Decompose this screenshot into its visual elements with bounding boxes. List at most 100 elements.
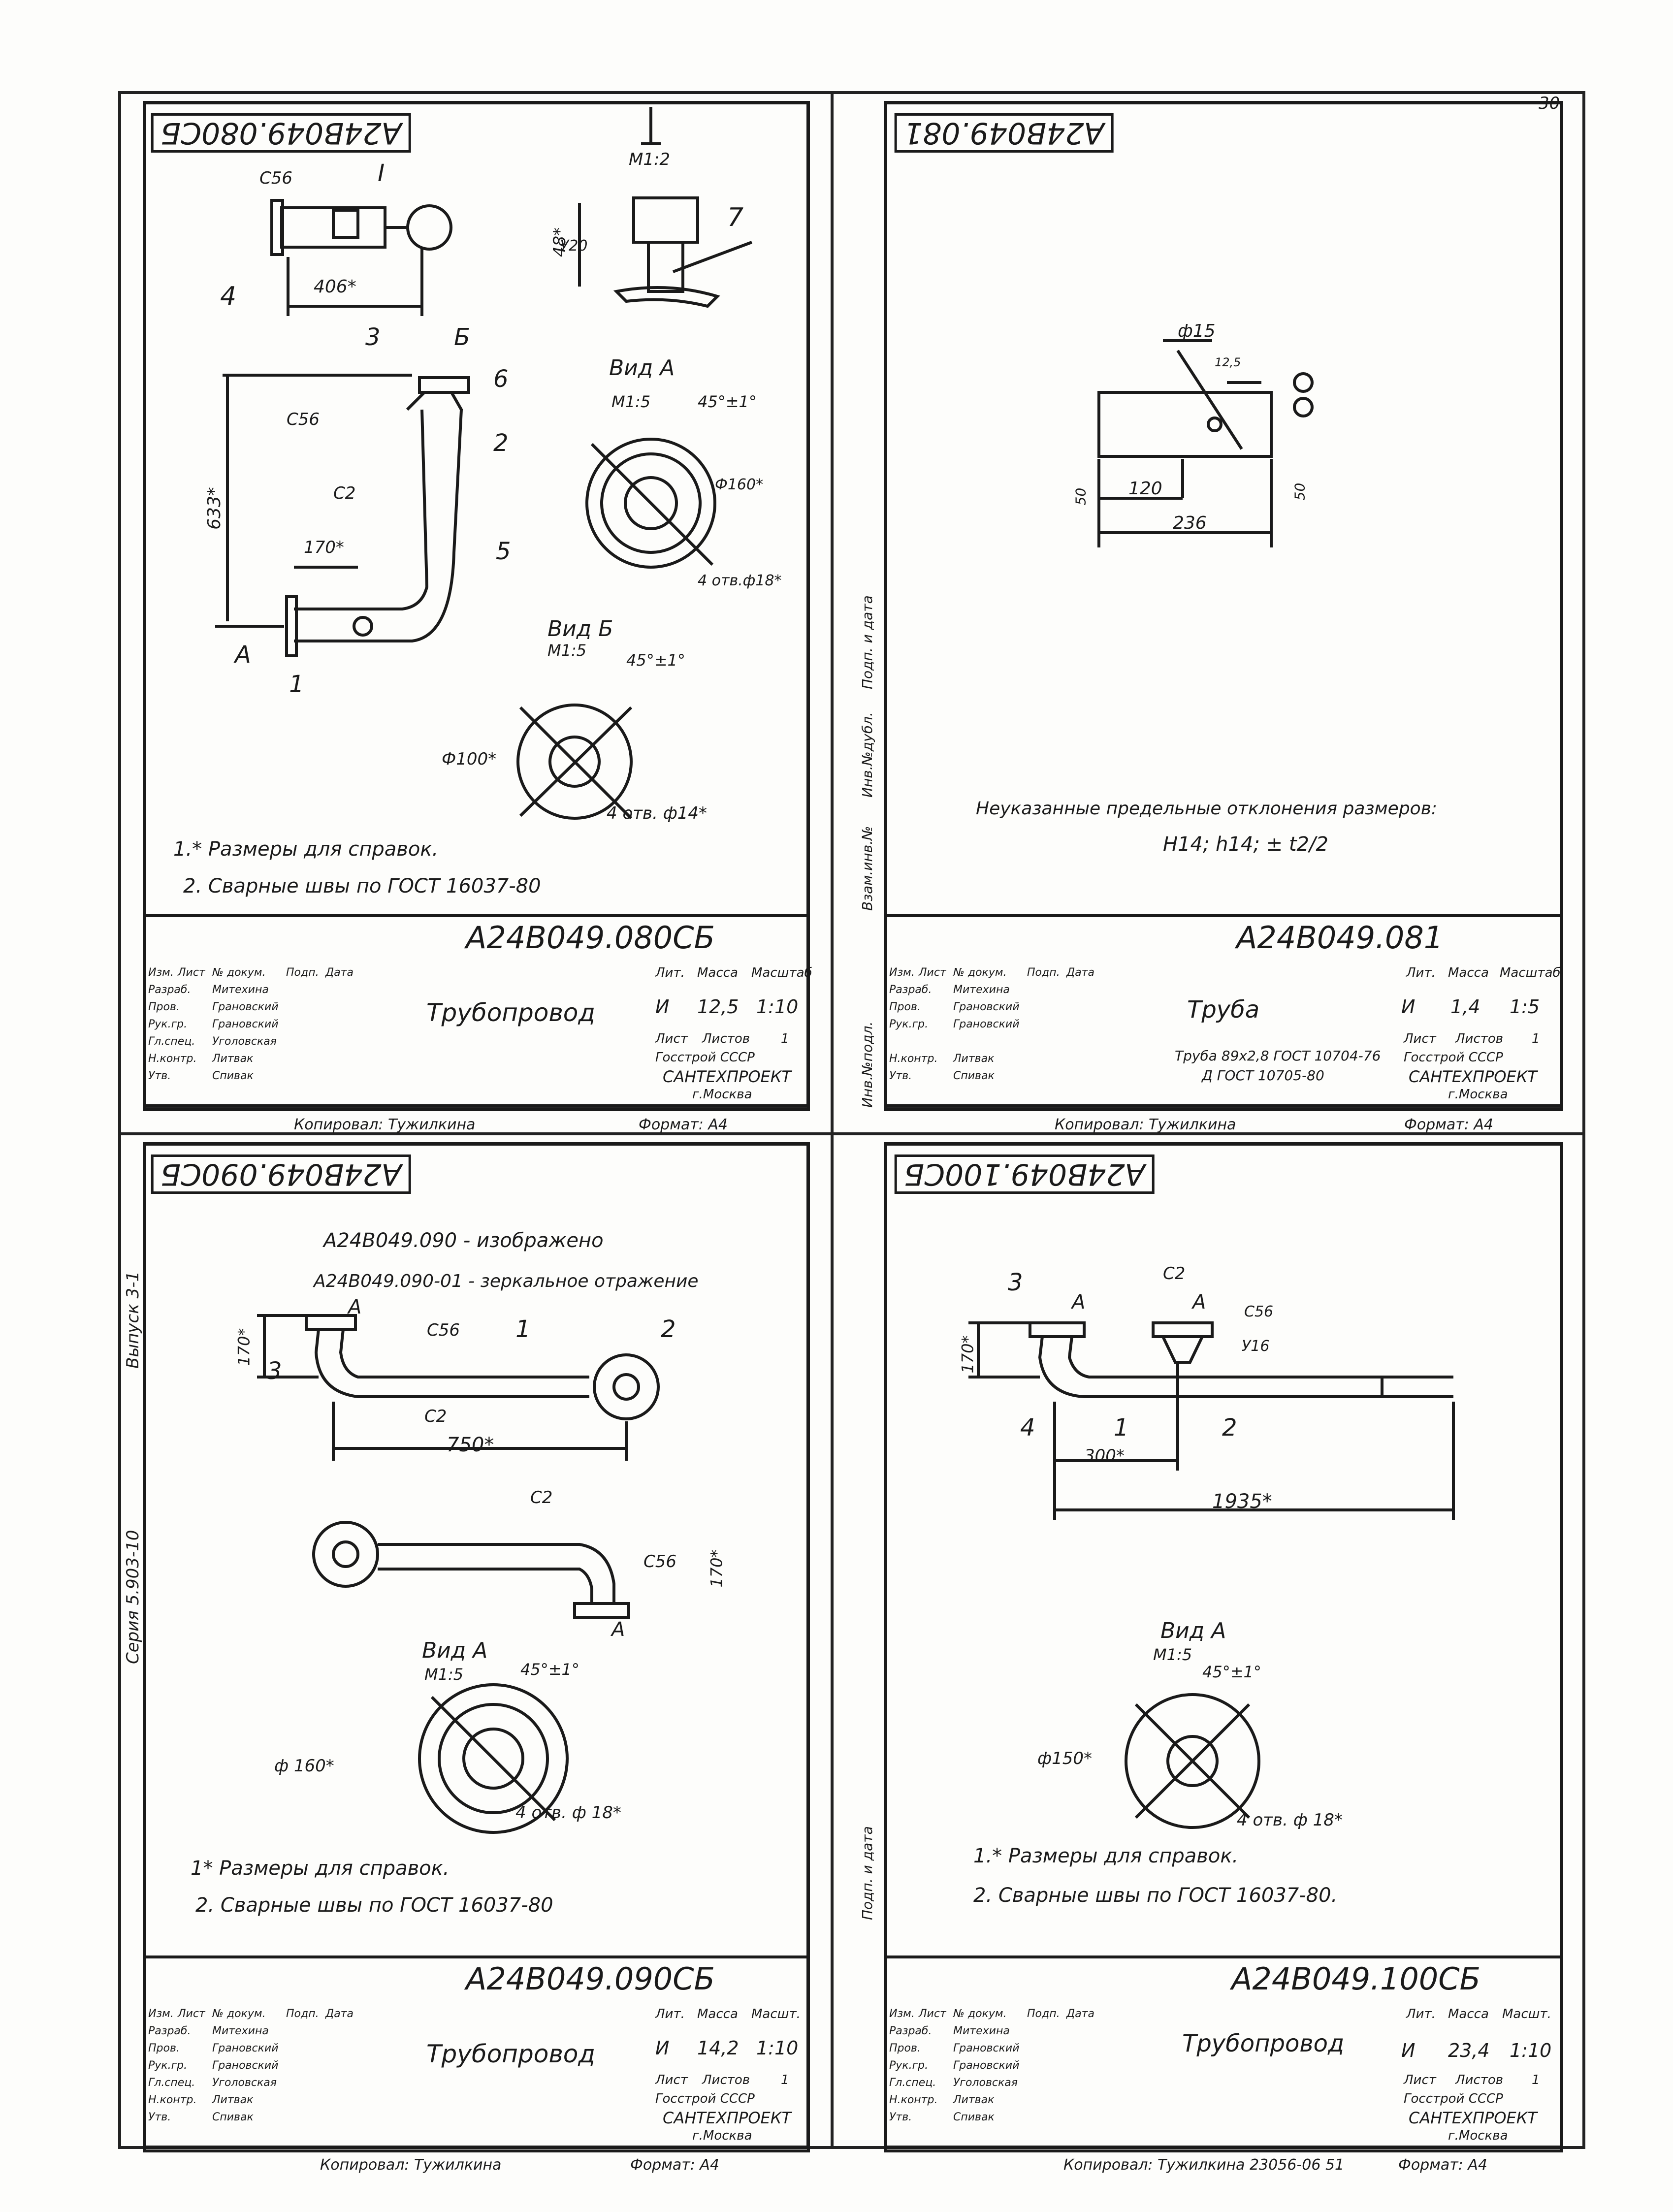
name-6: Спивак xyxy=(212,2111,254,2123)
org-2: САНТЕХПРОЕКТ xyxy=(663,1067,792,1086)
head-lit: Лит. xyxy=(1406,2007,1436,2021)
side-label-5: Подп. и дата xyxy=(859,1826,875,1920)
scale-value: 1:10 xyxy=(756,2037,799,2059)
label-A-bottom: А xyxy=(611,1618,625,1641)
viewA-dia: ф 160* xyxy=(274,1756,334,1776)
scale-value: 1:10 xyxy=(1510,2040,1552,2061)
viewA-scale: М1:5 xyxy=(1153,1645,1192,1664)
label-c56-bottom: С56 xyxy=(643,1552,677,1571)
doc-name: Трубопровод xyxy=(1182,2030,1345,2057)
name-1: Митехина xyxy=(212,2025,269,2037)
sheets-total-label: Листов xyxy=(1455,2073,1504,2087)
scale-value: 1:5 xyxy=(1510,996,1540,1018)
side-label-2: Подп. и дата xyxy=(859,595,875,689)
name-5: Литвак xyxy=(953,1053,995,1065)
side-label-1: Инв.№подл. xyxy=(859,1021,875,1108)
role-doc: № докум. xyxy=(212,2008,266,2020)
mass-value: 23,4 xyxy=(1448,2040,1490,2061)
head-mass: Масса xyxy=(697,965,738,980)
role-glspec: Гл.спец. xyxy=(148,1035,195,1048)
dim-406: 406* xyxy=(314,277,356,297)
label-1: 1 xyxy=(515,1315,531,1343)
dim-d15: ф15 xyxy=(1178,321,1216,341)
name-3: Грановский xyxy=(953,1018,1020,1030)
role-izm: Изм. xyxy=(889,966,915,979)
role-sign: Подп. xyxy=(1027,966,1060,979)
format-100: Формат: А4 xyxy=(1398,2156,1487,2174)
label-5: 5 xyxy=(496,538,511,565)
role-glspec: Гл.спец. xyxy=(889,2077,936,2089)
dim-236: 236 xyxy=(1173,513,1207,533)
dim-170-bottom: 170* xyxy=(707,1549,726,1588)
viewB-holes: 4 отв. ф14* xyxy=(607,803,708,823)
label-c56-top: С56 xyxy=(259,168,293,188)
role-prov: Пров. xyxy=(148,2042,180,2054)
viewA-title: Вид А xyxy=(1160,1618,1226,1643)
role-prov: Пров. xyxy=(889,2042,921,2054)
label-c56-main: С56 xyxy=(287,410,320,429)
label-B-arrow: Б xyxy=(454,323,470,351)
label-y16: У16 xyxy=(1242,1338,1270,1355)
doc-code: А24В049.081 xyxy=(1236,920,1444,956)
scale-value: 1:10 xyxy=(756,996,799,1018)
name-3: Грановский xyxy=(953,2059,1020,2072)
dim-r125: 12,5 xyxy=(1215,355,1241,369)
viewA-angle: 45°±1° xyxy=(698,392,757,411)
label-c2-bottom: С2 xyxy=(530,1488,553,1507)
dim-50b: 50 xyxy=(1291,482,1308,501)
sheets-total: 1 xyxy=(1532,1031,1540,1046)
lit-value: И xyxy=(1401,2040,1416,2061)
label-A: А xyxy=(235,641,251,669)
name-6: Спивак xyxy=(953,1070,995,1082)
dim-120: 120 xyxy=(1128,479,1162,499)
label-7: 7 xyxy=(727,203,744,232)
lit-value: И xyxy=(655,996,670,1018)
role-razrab: Разраб. xyxy=(148,2025,191,2037)
label-2: 2 xyxy=(1222,1414,1237,1442)
viewA-holes: 4 отв. ф 18* xyxy=(1237,1810,1343,1830)
role-utv: Утв. xyxy=(889,2111,912,2123)
head-scale: Масштаб xyxy=(1500,965,1561,980)
series-label: Серия 5.903-10 xyxy=(123,1530,143,1664)
name-5: Литвак xyxy=(953,2094,995,2106)
role-razrab: Разраб. xyxy=(148,984,191,996)
label-2: 2 xyxy=(661,1315,676,1343)
head-mass: Масса xyxy=(1448,2007,1489,2021)
org-3: г.Москва xyxy=(1448,2128,1508,2143)
head-scale: Масшт. xyxy=(751,2007,801,2021)
sheet-081: А24В049.081 ф15 12,5 50 120 50 236 Неука… xyxy=(884,101,1563,1133)
doc-name: Трубопровод xyxy=(426,998,595,1027)
viewB-dia: Ф100* xyxy=(442,749,497,769)
role-nkontr: Н.контр. xyxy=(148,1053,197,1065)
name-3: Грановский xyxy=(212,2059,279,2072)
viewA-scale: М1:5 xyxy=(424,1665,464,1684)
sheets-total: 1 xyxy=(781,2073,789,2087)
mass-value: 1,4 xyxy=(1450,996,1480,1018)
drawing-081 xyxy=(1097,339,1314,547)
sheets-total: 1 xyxy=(1532,2073,1540,2087)
doc-name: Труба xyxy=(1187,996,1260,1024)
drawing-100 xyxy=(968,1321,1455,1829)
org-2: САНТЕХПРОЕКТ xyxy=(663,2109,792,2127)
side-label-4: Инв.№дубл. xyxy=(859,712,875,798)
role-utv: Утв. xyxy=(889,1070,912,1082)
outer-frame xyxy=(118,91,1585,2149)
label-section: I xyxy=(378,160,385,187)
mass-value: 12,5 xyxy=(697,996,739,1018)
label-3: 3 xyxy=(1008,1269,1023,1296)
note-2: 2. Сварные швы по ГОСТ 16037-80. xyxy=(973,1884,1338,1907)
name-4: Уголовская xyxy=(212,2077,277,2089)
dim-750: 750* xyxy=(447,1434,494,1456)
drawing-090 xyxy=(257,1314,660,1834)
name-3: Грановский xyxy=(212,1018,279,1030)
role-prov: Пров. xyxy=(889,1001,921,1013)
role-izm: Изм. xyxy=(148,2008,174,2020)
name-2: Грановский xyxy=(212,1001,279,1013)
viewA-angle: 45°±1° xyxy=(1202,1663,1261,1681)
role-prov: Пров. xyxy=(148,1001,180,1013)
label-4: 4 xyxy=(220,282,237,311)
doc-name: Трубопровод xyxy=(426,2040,595,2068)
label-c2: С2 xyxy=(1163,1264,1186,1283)
sheet-label: Лист xyxy=(655,2073,688,2087)
format: Формат: А4 xyxy=(639,1116,728,1133)
